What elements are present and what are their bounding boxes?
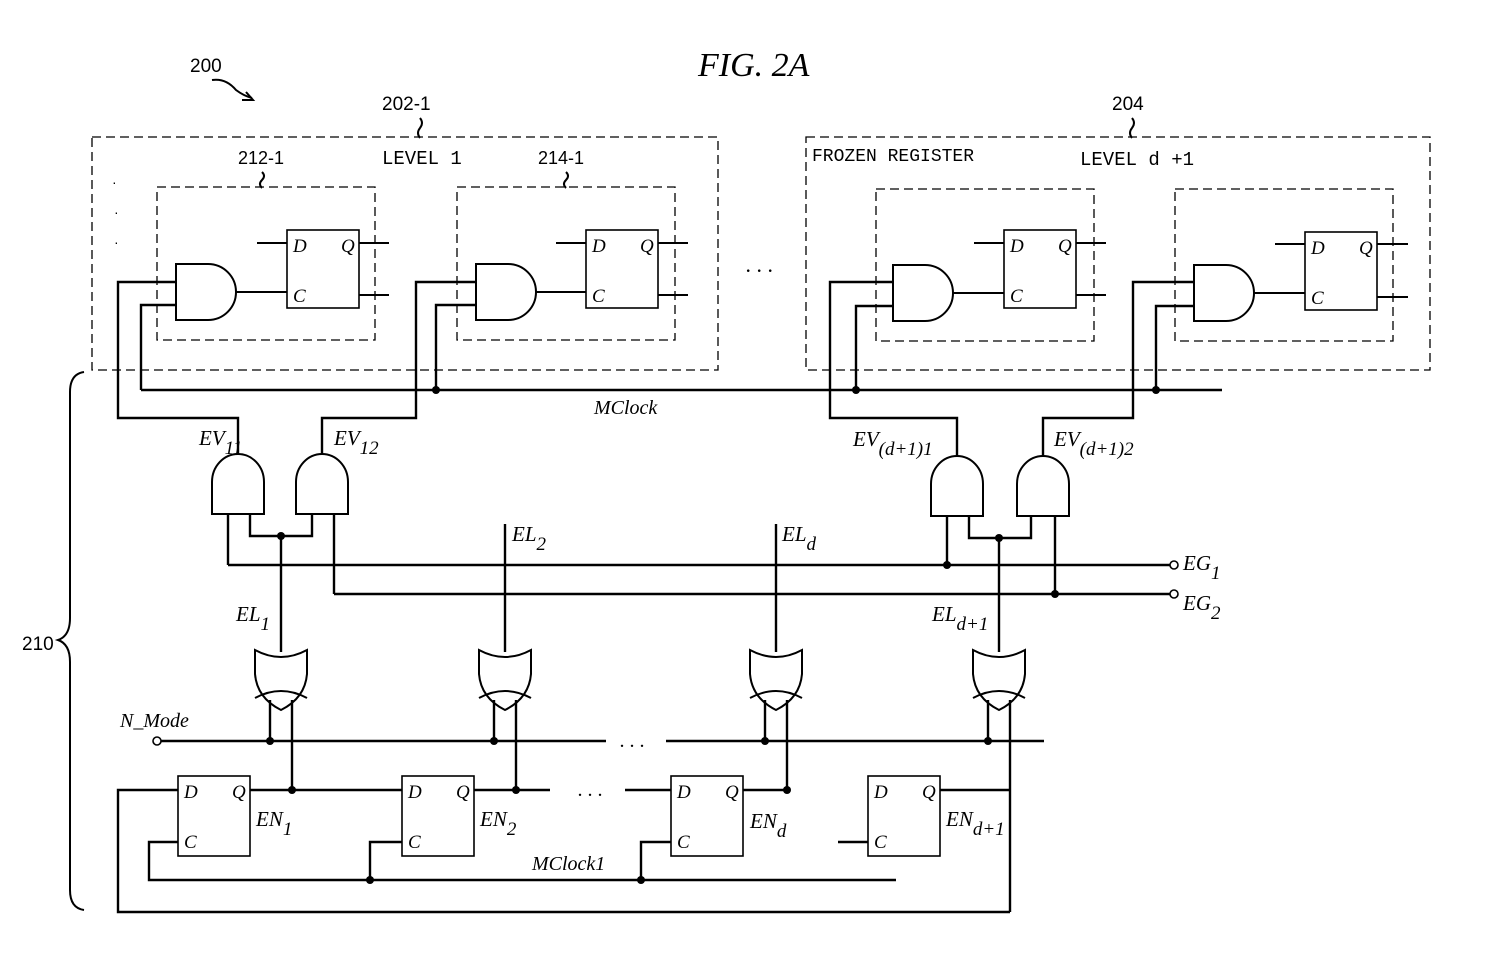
ev12-and-gate	[296, 454, 348, 514]
or-gate-d	[750, 650, 802, 710]
label-evd2: EV(d+1)2	[1053, 427, 1134, 460]
ref-circuit: 200	[190, 56, 222, 77]
end1-pin-d: D	[873, 782, 888, 803]
en2-pin-q: Q	[456, 782, 470, 803]
frozen-cell-b-pin-q: Q	[1359, 238, 1373, 259]
level-d-label: LEVEL d +1	[1080, 149, 1194, 171]
mclock1-bus	[149, 842, 896, 880]
cell-212-1-and-gate	[176, 264, 236, 320]
mclock-label: MClock	[593, 397, 658, 419]
label-evd1: EV(d+1)1	[852, 427, 933, 460]
frozen-cell-b-pin-c: C	[1311, 288, 1324, 309]
figure-title: FIG. 2A	[697, 47, 810, 84]
label-eld: ELd	[781, 522, 817, 555]
label-end1: ENd+1	[945, 807, 1005, 840]
label-en2: EN2	[479, 807, 517, 840]
ref-control: 210	[22, 634, 54, 655]
frozen-label: FROZEN REGISTER	[812, 147, 974, 167]
en1-pin-q: Q	[232, 782, 246, 803]
leader-cell-a	[260, 172, 264, 188]
end-pin-d: D	[676, 782, 691, 803]
label-en1: EN1	[255, 807, 292, 840]
end-pin-c: C	[677, 832, 690, 853]
ref-level1: 202-1	[382, 94, 431, 115]
svg-text:. . .: . . .	[620, 730, 645, 752]
cell-212-1-pin-c: C	[293, 286, 306, 307]
en2-pin-d: D	[407, 782, 422, 803]
or-gate-1	[255, 650, 307, 710]
label-eg1: EG1	[1182, 551, 1221, 584]
label-ev11: EV11	[198, 426, 242, 459]
frozen-cell-b-and-gate	[1194, 265, 1254, 321]
ref-circuit-arrow	[212, 80, 252, 98]
label-eg2: EG2	[1182, 591, 1221, 624]
label-end: ENd	[749, 809, 787, 842]
en1-pin-d: D	[183, 782, 198, 803]
evd1-and-gate	[931, 456, 983, 516]
ref-frozen: 204	[1112, 94, 1144, 115]
leader-cell-b	[564, 172, 568, 188]
label-ev12: EV12	[333, 426, 379, 459]
eg1-terminal	[1170, 561, 1178, 569]
frozen-cell-a-pin-q: Q	[1058, 236, 1072, 257]
en1-pin-c: C	[184, 832, 197, 853]
leader-level1	[418, 118, 422, 138]
leader-frozen	[1130, 118, 1134, 138]
frozen-cell-a-pin-c: C	[1010, 286, 1023, 307]
mclock1-label: MClock1	[531, 853, 605, 875]
end1-pin-c: C	[874, 832, 887, 853]
evd2-and-gate	[1017, 456, 1069, 516]
control-brace	[58, 372, 84, 910]
svg-text:·: ·	[112, 174, 117, 190]
svg-text:. . .: . . .	[578, 779, 603, 801]
eg2-terminal	[1170, 590, 1178, 598]
frozen-register-box	[806, 137, 1430, 370]
frozen-cell-b-pin-d: D	[1310, 238, 1325, 259]
cell-214-1-pin-d: D	[591, 236, 606, 257]
ev11-and-gate	[212, 454, 264, 514]
ref-cell-b: 214-1	[538, 148, 584, 168]
end-pin-q: Q	[725, 782, 739, 803]
label-eld1: ELd+1	[931, 602, 988, 635]
cell-214-1-pin-q: Q	[640, 236, 654, 257]
svg-text:·: ·	[114, 204, 119, 220]
cell-212-1-pin-q: Q	[341, 236, 355, 257]
or-gate-d1	[973, 650, 1025, 710]
cell-212-1-pin-d: D	[292, 236, 307, 257]
ref-cell-a: 212-1	[238, 148, 284, 168]
n-mode-terminal	[153, 737, 161, 745]
frozen-cell-a-and-gate	[893, 265, 953, 321]
cell-214-1-and-gate	[476, 264, 536, 320]
svg-text:·: ·	[114, 234, 119, 250]
ellipsis-blocks: . . .	[746, 252, 774, 277]
en2-pin-c: C	[408, 832, 421, 853]
level1-register-box	[92, 137, 718, 370]
n-mode-label: N_Mode	[119, 710, 189, 732]
frozen-cell-a-pin-d: D	[1009, 236, 1024, 257]
label-el2: EL2	[511, 522, 547, 555]
or-gate-2	[479, 650, 531, 710]
label-el1: EL1	[235, 602, 270, 635]
cell-214-1-pin-c: C	[592, 286, 605, 307]
level1-label: LEVEL 1	[382, 148, 462, 170]
end1-pin-q: Q	[922, 782, 936, 803]
